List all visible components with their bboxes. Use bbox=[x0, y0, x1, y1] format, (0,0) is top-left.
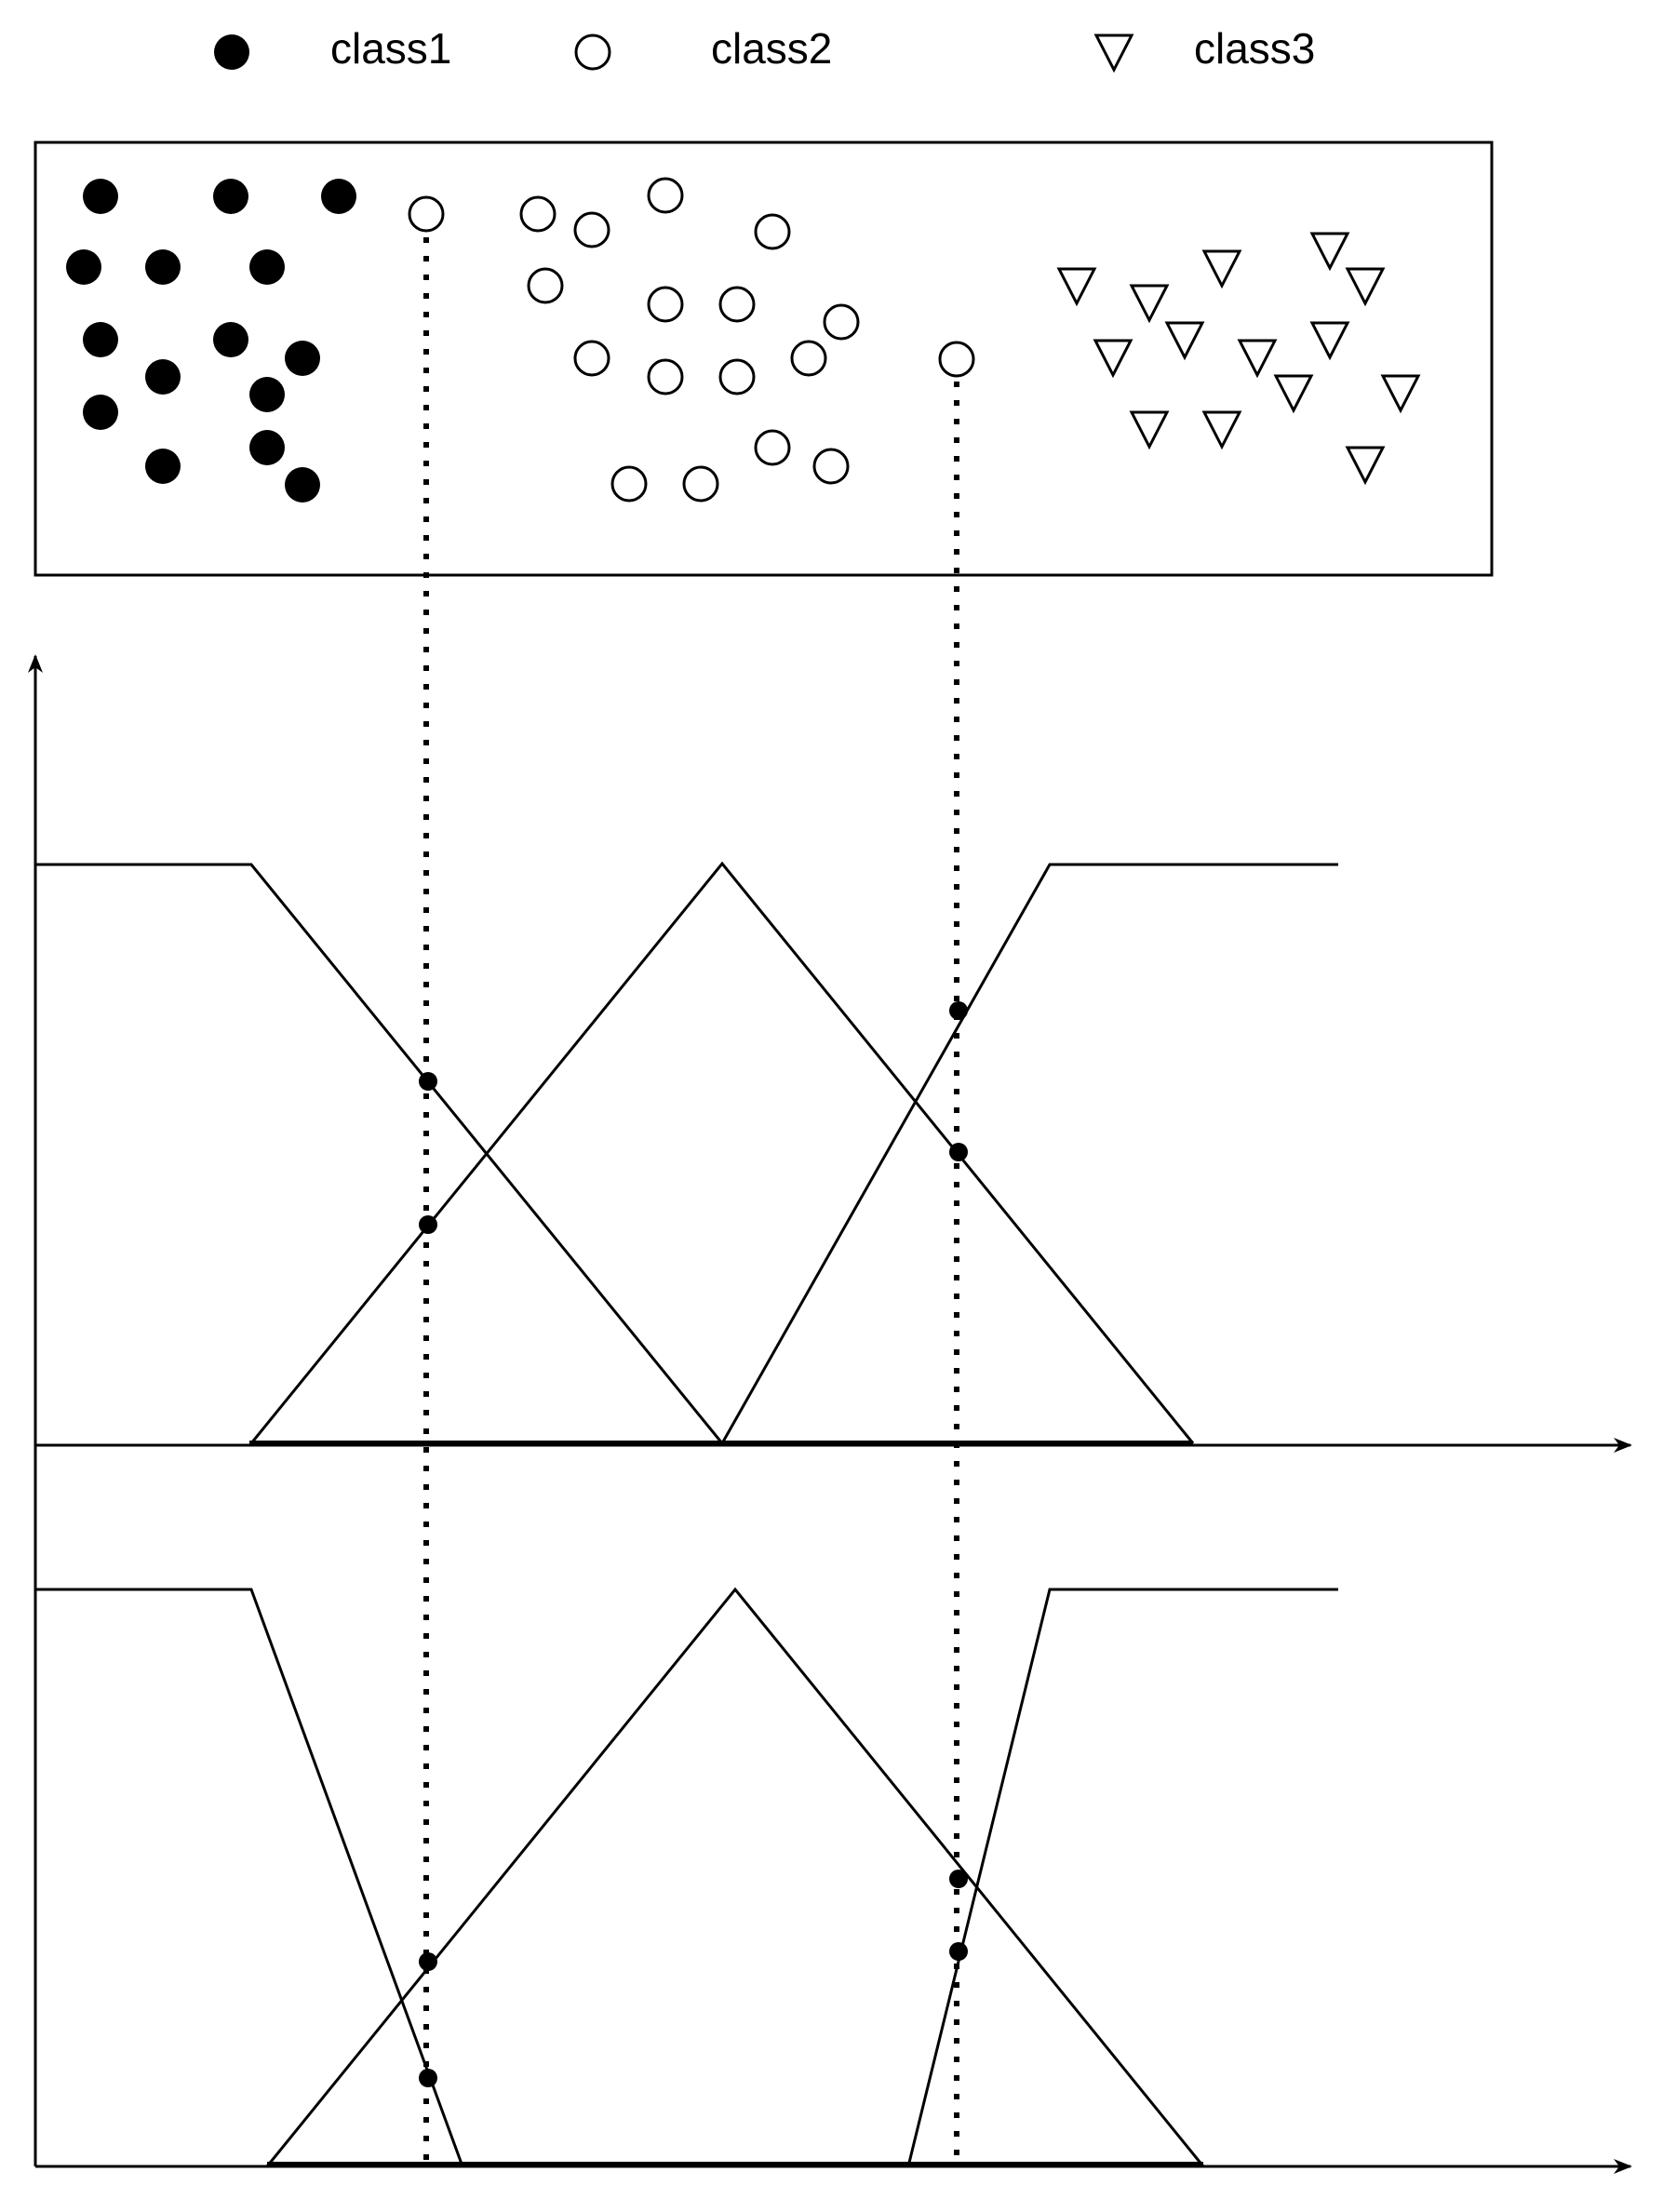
membership-panel-upper bbox=[35, 861, 1338, 1446]
legend-label-class1: class1 bbox=[330, 24, 451, 73]
intersection-marker bbox=[949, 1942, 968, 1961]
intersection-marker bbox=[419, 1952, 437, 1971]
low-membership-lower bbox=[35, 1588, 464, 2167]
class1-sample bbox=[213, 179, 248, 214]
membership-panel-lower bbox=[35, 1587, 1338, 2167]
intersection-marker bbox=[419, 1072, 437, 1091]
sample-box bbox=[34, 141, 1494, 577]
class3-sample bbox=[1380, 374, 1421, 414]
intersection-marker bbox=[949, 1870, 968, 1888]
class2-sample bbox=[647, 177, 684, 214]
medium-membership-upper bbox=[249, 861, 1195, 1444]
class2-sample bbox=[647, 358, 684, 395]
class2-sample bbox=[812, 448, 850, 485]
class2-sample bbox=[573, 211, 610, 248]
class2-sample bbox=[718, 286, 756, 323]
class2-marker-icon bbox=[574, 34, 611, 71]
class1-sample bbox=[285, 467, 320, 503]
intersection-marker bbox=[949, 1143, 968, 1161]
class2-sample bbox=[408, 195, 445, 233]
class2-sample bbox=[610, 465, 648, 503]
class2-sample bbox=[519, 195, 557, 233]
legend: class1 class2 class3 bbox=[214, 24, 1315, 74]
class1-sample bbox=[145, 359, 181, 395]
class3-samples bbox=[1056, 232, 1421, 486]
low-membership-upper bbox=[35, 863, 724, 1444]
class3-sample bbox=[1201, 249, 1242, 289]
legend-label-class3: class3 bbox=[1194, 24, 1315, 73]
class2-sample bbox=[938, 341, 975, 378]
class3-sample bbox=[1345, 446, 1386, 486]
class1-sample bbox=[83, 395, 118, 430]
class2-sample bbox=[682, 465, 719, 503]
intersection-markers-upper bbox=[419, 1001, 968, 1234]
axes bbox=[28, 654, 1632, 2174]
class3-sample bbox=[1129, 410, 1170, 450]
class2-sample bbox=[790, 340, 827, 377]
class2-sample bbox=[754, 429, 791, 466]
class3-sample bbox=[1164, 321, 1205, 361]
class3-sample bbox=[1056, 267, 1097, 307]
legend-item-class3: class3 bbox=[1093, 24, 1315, 74]
class2-sample bbox=[647, 286, 684, 323]
legend-item-class1: class1 bbox=[214, 24, 451, 73]
class1-sample bbox=[249, 249, 285, 285]
high-membership-lower bbox=[906, 1588, 1338, 2167]
class1-sample bbox=[145, 449, 181, 484]
class3-sample bbox=[1309, 232, 1350, 272]
class1-sample bbox=[249, 430, 285, 465]
class1-sample bbox=[83, 179, 118, 214]
class1-samples bbox=[66, 179, 356, 503]
class2-sample bbox=[527, 267, 564, 304]
class1-sample bbox=[285, 341, 320, 376]
intersection-markers-lower bbox=[419, 1870, 968, 2087]
class1-marker-icon bbox=[214, 34, 249, 70]
intersection-marker bbox=[419, 1215, 437, 1234]
intersection-marker bbox=[949, 1001, 968, 1020]
intersection-marker bbox=[419, 2069, 437, 2087]
class2-sample bbox=[718, 358, 756, 395]
class3-sample bbox=[1093, 339, 1133, 379]
guide-lines bbox=[423, 237, 959, 2168]
class3-marker-icon bbox=[1093, 34, 1134, 74]
legend-item-class2: class2 bbox=[574, 24, 832, 73]
class3-sample bbox=[1237, 339, 1278, 379]
class1-sample bbox=[321, 179, 356, 214]
class3-sample bbox=[1201, 410, 1242, 450]
class2-samples bbox=[408, 177, 975, 503]
class1-sample bbox=[66, 249, 101, 285]
class3-sample bbox=[1129, 284, 1170, 324]
class1-sample bbox=[213, 322, 248, 357]
class2-sample bbox=[754, 213, 791, 250]
class3-sample bbox=[1273, 374, 1314, 414]
class2-sample bbox=[573, 340, 610, 377]
class3-sample bbox=[1345, 267, 1386, 307]
class2-sample bbox=[823, 303, 860, 341]
high-membership-upper bbox=[720, 863, 1338, 1444]
legend-label-class2: class2 bbox=[711, 24, 832, 73]
class1-sample bbox=[83, 322, 118, 357]
class1-sample bbox=[145, 249, 181, 285]
class1-sample bbox=[249, 377, 285, 412]
class3-sample bbox=[1309, 321, 1350, 361]
medium-membership-lower bbox=[265, 1587, 1205, 2167]
